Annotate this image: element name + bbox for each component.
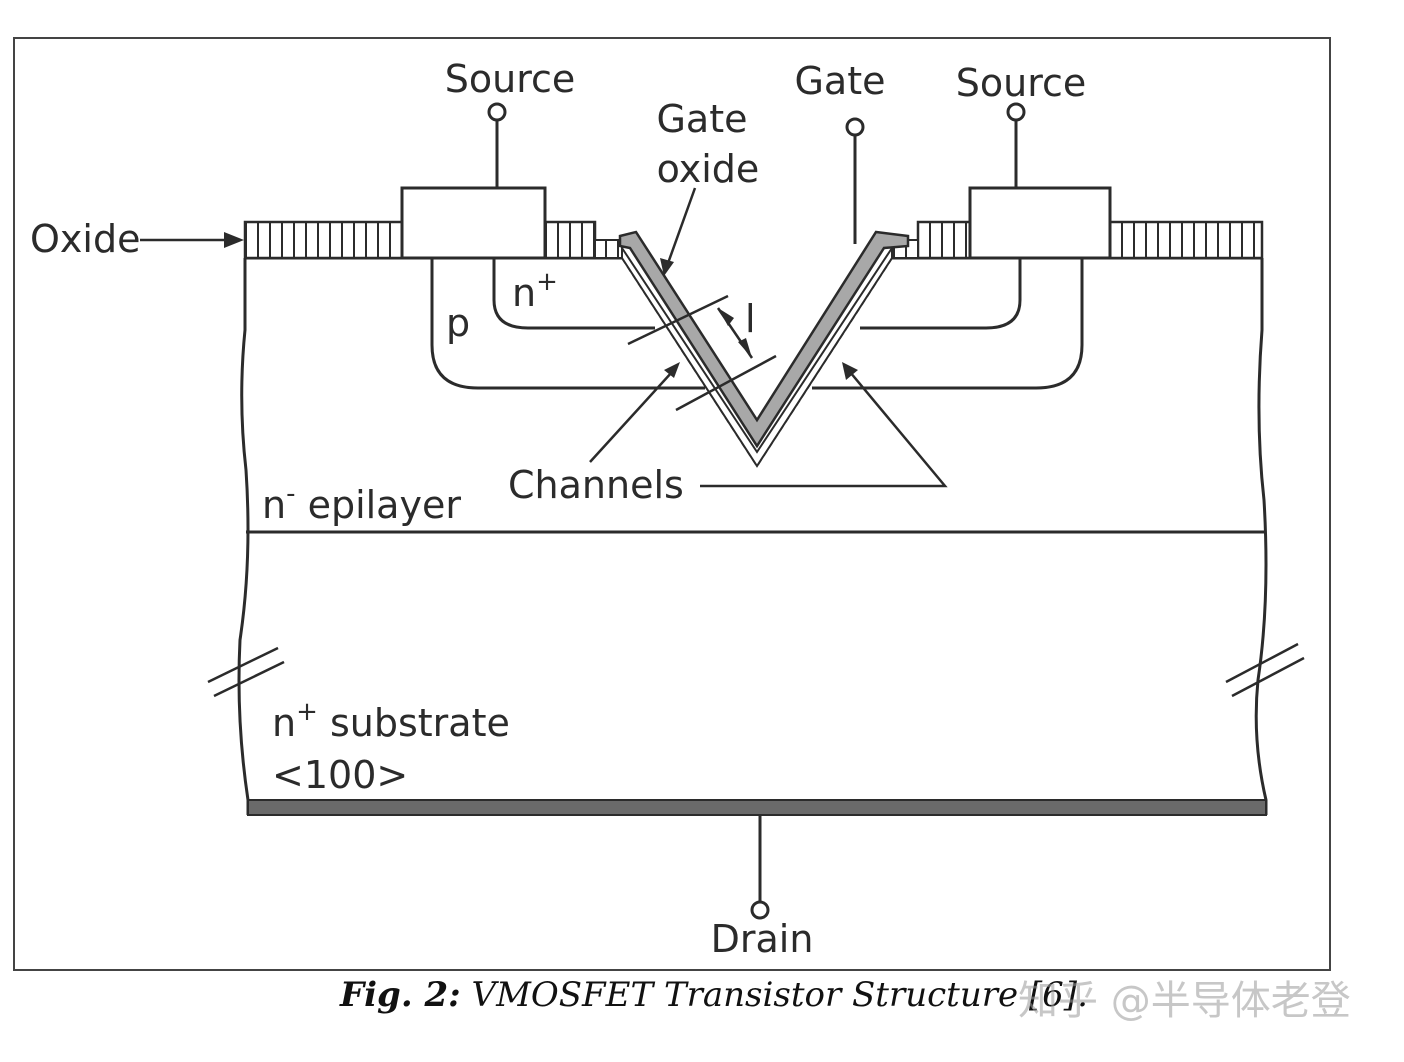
- gate-electrode: [618, 230, 910, 449]
- drain-terminal[interactable]: [750, 900, 770, 920]
- label-epilayer: n- epilayer: [262, 479, 461, 527]
- oxide-left-inner: [543, 220, 597, 260]
- label-p-region: p: [446, 301, 470, 345]
- source-terminal-left[interactable]: [487, 102, 507, 122]
- figure-caption: Fig. 2: VMOSFET Transistor Structure [6]…: [339, 975, 1088, 1015]
- gate-terminal[interactable]: [845, 117, 865, 137]
- p-region-right: [812, 258, 1084, 390]
- label-channels: Channels: [508, 463, 684, 507]
- n-plus-region-right: [860, 258, 1022, 330]
- device-body: [237, 258, 1268, 815]
- label-orientation: <100>: [272, 753, 408, 797]
- source-contact-left: [400, 186, 547, 260]
- n-plus-region-left: [492, 258, 655, 330]
- label-substrate: n+ substrate: [272, 697, 510, 745]
- source-contact-right: [968, 186, 1112, 260]
- label-gate-oxide-2: oxide: [657, 147, 760, 191]
- label-source-right: Source: [956, 61, 1087, 105]
- p-region-left: [430, 258, 705, 390]
- break-mark-left: [207, 646, 285, 698]
- watermark: 知乎 @半导体老登: [1018, 978, 1351, 1024]
- source-terminal-right[interactable]: [1006, 102, 1026, 122]
- label-oxide: Oxide: [30, 217, 140, 261]
- label-channel-length: l: [745, 297, 756, 341]
- oxide-left-step: [594, 239, 623, 259]
- oxide-right-inner: [916, 220, 972, 260]
- label-drain: Drain: [711, 917, 814, 961]
- figure-frame: [13, 37, 1331, 971]
- oxide-left-outer: [243, 220, 404, 260]
- label-n-plus: n+: [512, 267, 558, 315]
- gate-oxide: [621, 244, 893, 468]
- drain-metal: [247, 799, 1267, 816]
- oxide-right-outer: [1108, 220, 1264, 260]
- label-gate-oxide-1: Gate: [656, 97, 747, 141]
- label-gate: Gate: [794, 59, 885, 103]
- label-source-left: Source: [445, 57, 576, 101]
- break-mark-right: [1225, 642, 1305, 698]
